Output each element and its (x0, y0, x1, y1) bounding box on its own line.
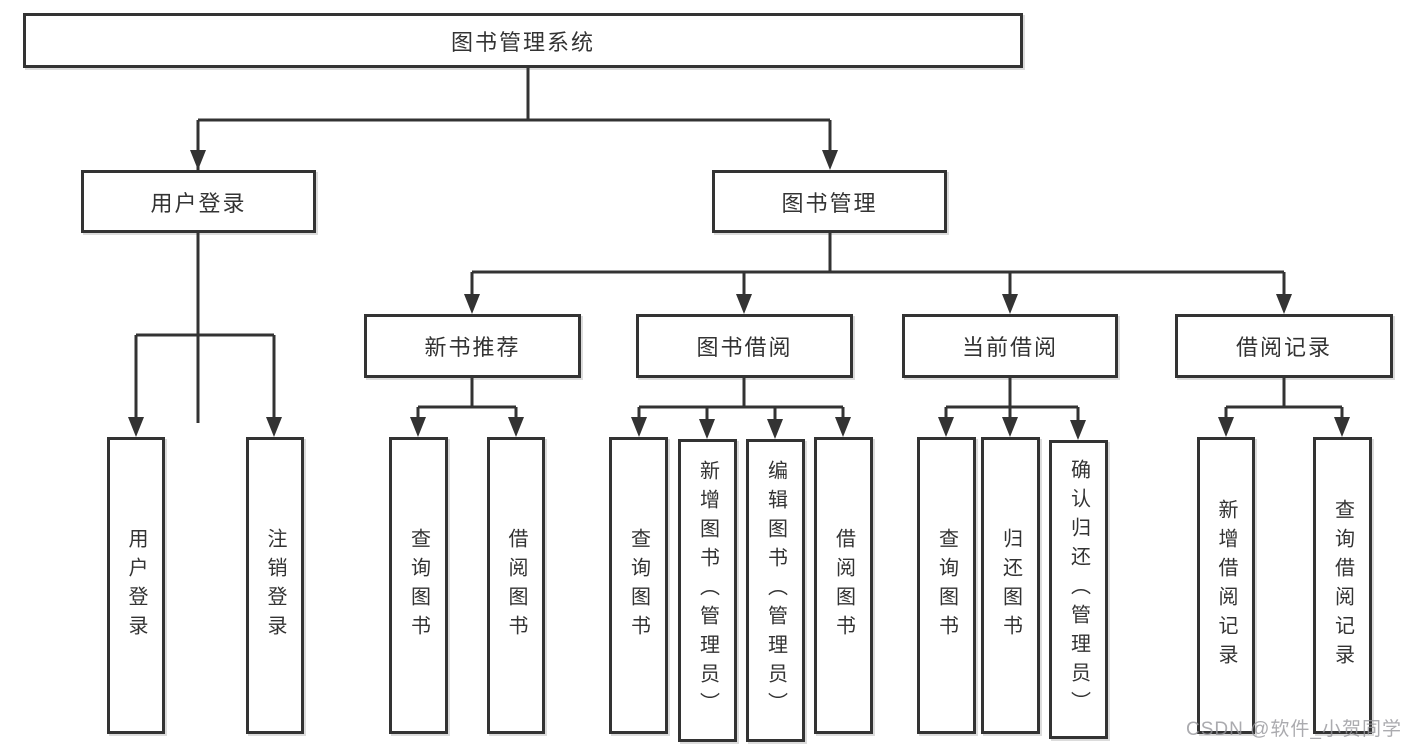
arrow-down-icon (128, 417, 144, 437)
connector-borrow-record (1224, 378, 1344, 423)
node-borrow-borrow-book: 借阅图书 (814, 437, 873, 734)
node-borrow-record: 借阅记录 (1175, 314, 1393, 378)
arrow-down-icon (1002, 294, 1018, 314)
node-root: 图书管理系统 (23, 13, 1023, 68)
node-record-add-record: 新增借阅记录 (1197, 437, 1255, 734)
arrow-down-icon (699, 419, 715, 439)
arrow-down-icon (835, 417, 851, 437)
node-recommend-query-book: 查询图书 (389, 437, 448, 734)
connector-book-management (470, 233, 1286, 300)
node-current-return-book-label: 归还图书 (999, 527, 1022, 644)
node-borrow-query-book-label: 查询图书 (627, 527, 650, 644)
node-current-borrow-label: 当前借阅 (961, 335, 1058, 360)
node-recommend-borrow-book: 借阅图书 (487, 437, 545, 734)
node-borrow-edit-book-admin-label: 编辑图书（管理员） (764, 460, 787, 721)
arrow-down-icon (767, 419, 783, 439)
node-user-login-leaf-label: 用户登录 (125, 527, 147, 644)
arrow-down-icon (631, 417, 647, 437)
arrow-down-icon (1070, 420, 1086, 440)
arrow-down-icon (1218, 417, 1234, 437)
arrow-down-icon (508, 417, 524, 437)
node-user-login-branch: 用户登录 (81, 170, 316, 233)
node-current-borrow: 当前借阅 (902, 314, 1118, 378)
node-current-return-book: 归还图书 (981, 437, 1040, 734)
node-current-query-book: 查询图书 (917, 437, 976, 734)
node-current-query-book-label: 查询图书 (935, 527, 958, 644)
connector-current-borrow (944, 378, 1080, 426)
node-borrow-query-book: 查询图书 (609, 437, 668, 734)
node-borrow-add-book-admin-label: 新增图书（管理员） (696, 460, 719, 721)
node-logout-leaf: 注销登录 (246, 437, 304, 734)
arrow-down-icon (410, 417, 426, 437)
node-borrow-borrow-book-label: 借阅图书 (832, 527, 855, 644)
node-record-add-record-label: 新增借阅记录 (1215, 498, 1237, 673)
connector-book-borrow (637, 378, 845, 425)
node-borrow-edit-book-admin: 编辑图书（管理员） (746, 439, 805, 742)
arrow-down-icon (736, 294, 752, 314)
node-new-book-recommend-label: 新书推荐 (424, 335, 521, 360)
node-current-confirm-return-admin: 确认归还（管理员） (1049, 440, 1108, 739)
arrow-down-icon (938, 417, 954, 437)
arrow-down-icon (464, 294, 480, 314)
node-book-management-branch: 图书管理 (712, 170, 947, 233)
arrow-down-icon (190, 150, 206, 170)
node-user-login-branch-label: 用户登录 (150, 190, 247, 216)
watermark: CSDN @软件_小贺同学 (1186, 719, 1402, 740)
connector-new-book-recommend (416, 378, 518, 423)
node-user-login-leaf: 用户登录 (107, 437, 165, 734)
node-record-query-record: 查询借阅记录 (1313, 437, 1372, 734)
node-root-label: 图书管理系统 (450, 29, 595, 55)
arrow-down-icon (1334, 417, 1350, 437)
arrow-down-icon (266, 417, 282, 437)
arrow-down-icon (822, 150, 838, 170)
connector-user-login (134, 233, 276, 423)
arrow-down-icon (1002, 417, 1018, 437)
arrow-down-icon (1276, 294, 1292, 314)
node-borrow-record-label: 借阅记录 (1235, 335, 1332, 360)
node-recommend-query-book-label: 查询图书 (407, 527, 430, 644)
node-new-book-recommend: 新书推荐 (364, 314, 581, 378)
node-recommend-borrow-book-label: 借阅图书 (505, 527, 527, 644)
node-borrow-add-book-admin: 新增图书（管理员） (678, 439, 737, 742)
node-book-borrow-label: 图书借阅 (696, 335, 793, 360)
node-record-query-record-label: 查询借阅记录 (1331, 498, 1354, 673)
node-current-confirm-return-admin-label: 确认归还（管理员） (1067, 459, 1090, 720)
node-book-borrow: 图书借阅 (636, 314, 853, 378)
node-logout-leaf-label: 注销登录 (264, 527, 286, 644)
node-book-management-branch-label: 图书管理 (781, 190, 878, 216)
